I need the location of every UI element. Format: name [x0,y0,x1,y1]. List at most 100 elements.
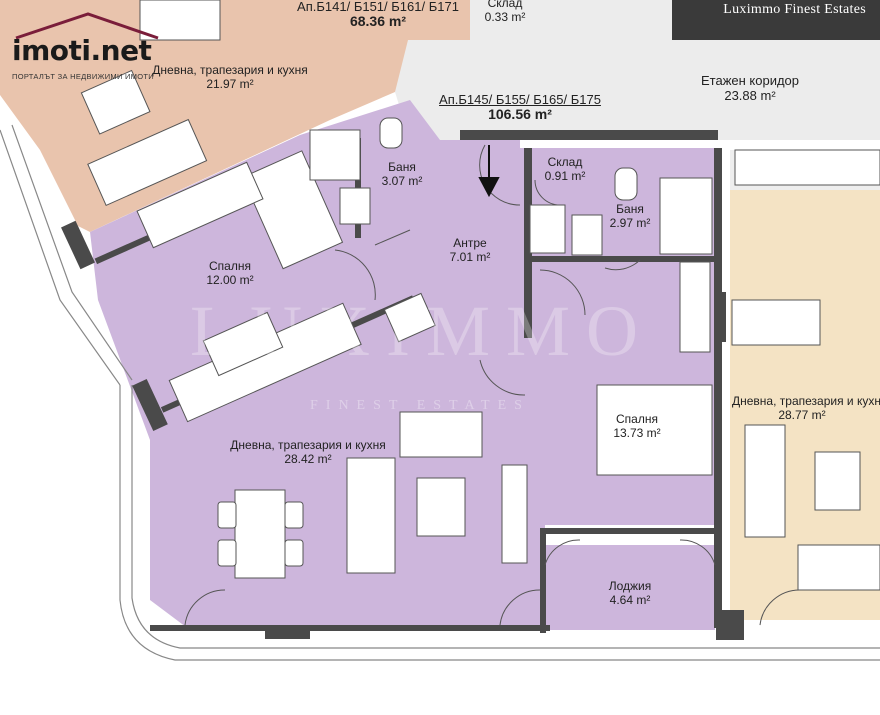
dining-table-bedroom [202,311,284,377]
room-label-top-living: Дневна, трапезария и кухня 21.97 m² [135,63,325,91]
room-name: Спалня [209,259,251,273]
apartment-id: Ап.Б141/ Б151/ Б161/ Б171 [297,0,459,14]
room-area: 0.91 m² [544,169,586,183]
zone-loggia [545,545,715,630]
room-label-bedroom-left: Спалня 12.00 m² [190,259,270,287]
room-label-bath-left: Баня 3.07 m² [372,160,432,188]
room-name: Баня [388,160,416,174]
room-area: 28.42 m² [284,452,332,466]
bed-top [241,150,344,270]
door-bottom-2 [499,589,541,626]
room-area: 3.07 m² [381,174,423,188]
outer-walls [0,124,880,661]
room-label-bedroom-right: Спалня 13.73 m² [602,412,672,440]
wall-column-left [132,378,168,432]
kitchen-right [734,149,880,186]
outer-wall-curve-inner [131,385,880,649]
door-right-1 [759,589,801,626]
room-name: Склад [547,155,583,169]
room-area: 23.88 m² [724,88,776,103]
door-loggia-2 [679,539,716,566]
wardrobe-top [136,161,264,249]
room-label-bath-right: Баня 2.97 m² [600,202,660,230]
room-name: Спалня [616,412,658,426]
shower-right [659,177,713,255]
apartment-area: 106.56 m² [488,106,552,122]
chair-3 [284,501,304,529]
wall-loggia-left [540,528,546,633]
room-label-storage: Склад 0.91 m² [535,155,595,183]
sink-main [383,292,436,343]
door-bedroom-left [334,249,376,301]
site-logo-tagline: ПОРТАЛЪТ ЗА НЕДВИЖИМИ ИМОТИ [12,72,155,81]
wall-entry-right [524,148,532,338]
wall-bedroom-left [532,256,722,262]
wardrobe-right [679,261,711,353]
sofa-top [87,118,208,207]
storage-shelf [529,204,566,254]
apartment-label-top-left: Ап.Б141/ Б151/ Б161/ Б171 68.36 m² [268,0,488,29]
coffee-table-right [814,451,861,511]
zone-top-dark [672,0,880,40]
sofa-main-top [399,411,483,458]
chair-1 [217,501,237,529]
room-label-top-storage: Склад 0.33 m² [470,0,540,24]
shower-left [309,129,361,181]
bed-right [596,384,713,476]
house-roof-icon [15,12,159,40]
sofa-main-left [346,457,396,574]
site-logo[interactable]: imoti.net ПОРТАЛЪТ ЗА НЕДВИЖИМИ ИМОТИ [8,8,198,88]
coffee-table-main [416,477,466,537]
room-label-loggia: Лоджия 4.64 m² [595,579,665,607]
dining-right [731,299,821,346]
outer-wall-curve [119,385,880,661]
wall-bedroom-bottom [540,528,720,534]
furniture [80,0,880,591]
chair-2 [217,539,237,567]
wall-column-top [61,220,95,270]
dining-table-main [234,489,286,579]
outer-wall-diagonal [0,129,121,386]
table-top [80,69,151,135]
wall-bottom [150,625,550,631]
apartment-label-main: Ап.Б145/ Б155/ Б165/ Б175 106.56 m² [420,92,620,122]
room-label-corridor: Етажен коридор 23.88 m² [680,73,820,103]
sofa-right-bottom [797,544,880,591]
room-area: 4.64 m² [609,593,651,607]
room-name: Лоджия [608,579,652,593]
apartment-area: 68.36 m² [349,13,407,29]
wall-column-right [716,610,744,640]
door-bath-left [374,229,411,246]
room-name: Дневна, трапезария и кухня [732,394,880,408]
door-bottom-1 [184,589,226,626]
room-area: 0.33 m² [484,10,526,24]
outer-wall-diagonal-inner [11,124,133,381]
room-name: Антре [453,236,487,250]
site-logo-text: imoti.net [12,34,152,67]
agency-brand: Luximmo Finest Estates [723,2,866,17]
wall-right-divider [714,148,722,628]
room-area: 13.73 m² [613,426,661,440]
room-area: 28.77 m² [778,408,826,422]
sofa-right [744,424,786,538]
sink-left [339,187,371,225]
chair-4 [284,539,304,567]
tv-stand [501,464,528,564]
room-name: Етажен коридор [700,73,800,88]
apartment-id: Ап.Б145/ Б155/ Б165/ Б175 [439,92,601,107]
sink-right [571,214,603,256]
door-living [479,359,526,396]
room-name: Склад [487,0,523,10]
wall-corridor [460,130,718,140]
room-area: 2.97 m² [609,216,651,230]
room-name: Дневна, трапезария и кухня [152,63,308,77]
zone-right-apartment [730,150,880,620]
wall-column-mid [716,292,726,342]
room-label-entry: Антре 7.01 m² [430,236,510,264]
room-label-living-main: Дневна, трапезария и кухня 28.42 m² [213,438,403,466]
zone-corridor [395,40,880,140]
wall-column-bottom [265,627,310,639]
door-bath-right [604,259,641,271]
room-label-living-right: Дневна, трапезария и кухня 28.77 m² [732,394,880,422]
